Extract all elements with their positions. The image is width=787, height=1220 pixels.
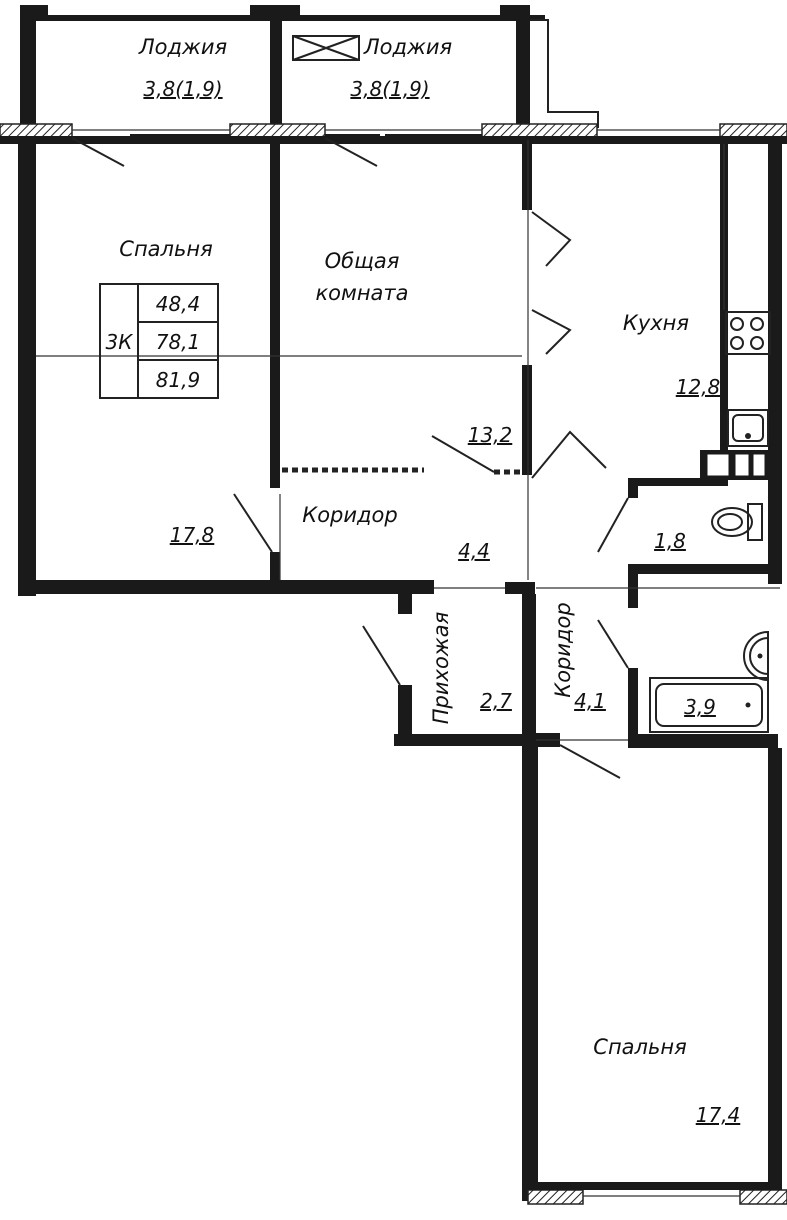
loggia-1-label: Лоджия bbox=[138, 35, 227, 59]
corridor-1-label: Коридор bbox=[302, 503, 397, 527]
loggia-1-area: 3,8(1,9) bbox=[143, 77, 222, 101]
bedroom-1-area: 17,8 bbox=[170, 523, 215, 547]
kitchen-area: 12,8 bbox=[676, 375, 721, 399]
living-room-label-line1: Общая bbox=[325, 249, 400, 273]
living-room-area: 13,2 bbox=[468, 423, 513, 447]
bedroom-2-label: Спальня bbox=[593, 1035, 686, 1059]
exterior-wall-top bbox=[0, 123, 787, 144]
sliding-partition bbox=[282, 467, 522, 475]
hallway-label: Прихожая bbox=[429, 612, 453, 724]
corridor-2-area: 4,1 bbox=[574, 689, 606, 713]
bathroom-area: 3,9 bbox=[684, 695, 716, 719]
bathtub-icon bbox=[649, 677, 769, 733]
living-room-label-line2: комната bbox=[315, 281, 408, 305]
axis-lines bbox=[36, 140, 780, 741]
washbasin-icon bbox=[743, 630, 769, 682]
kitchen-label: Кухня bbox=[623, 311, 689, 335]
total-area-value: 78,1 bbox=[156, 330, 201, 354]
bedroom-2-area: 17,4 bbox=[696, 1103, 741, 1127]
ventilation-shaft bbox=[700, 450, 770, 480]
living-area-value: 48,4 bbox=[156, 292, 201, 316]
corridor-2-label: Коридор bbox=[551, 602, 575, 697]
hallway-area: 2,7 bbox=[480, 689, 512, 713]
sink-icon bbox=[727, 409, 769, 447]
corridor-1-area: 4,4 bbox=[458, 539, 490, 563]
apartment-type-code: 3К bbox=[106, 330, 134, 354]
bedroom-1-label: Спальня bbox=[119, 237, 212, 261]
toilet-icon bbox=[711, 503, 763, 541]
toilet-area: 1,8 bbox=[654, 529, 686, 553]
window-icon bbox=[292, 35, 360, 61]
loggia-2-area: 3,8(1,9) bbox=[350, 77, 429, 101]
loggia-walls bbox=[20, 5, 599, 128]
interior-walls bbox=[18, 140, 787, 1205]
door-swings bbox=[71, 137, 629, 779]
area-table bbox=[99, 283, 219, 399]
total-area-with-loggia-value: 81,9 bbox=[156, 368, 201, 392]
loggia-2-label: Лоджия bbox=[363, 35, 452, 59]
stove-icon bbox=[725, 311, 771, 355]
